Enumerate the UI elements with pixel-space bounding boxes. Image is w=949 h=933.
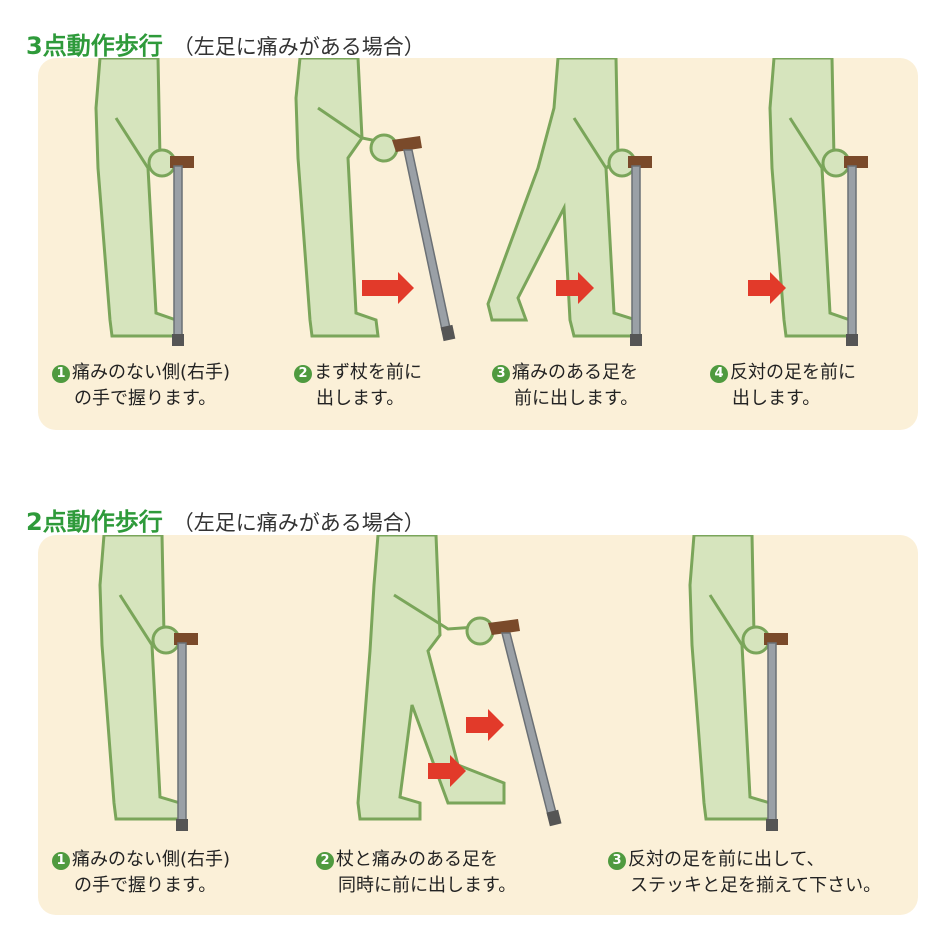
caption-line-2: 出します。 [732, 388, 821, 409]
arrow-right-icon [428, 755, 466, 787]
caption-line-1: 反対の足を前に出して、 [628, 849, 825, 870]
step-number-badge: 3 [608, 852, 626, 870]
figure-standing-with-cane [94, 58, 194, 346]
step-number-badge: 4 [710, 365, 728, 383]
caption-line-1: 反対の足を前に [730, 362, 856, 383]
arrow-right-icon [362, 272, 414, 304]
section-title-2point: 2点動作歩行 （左足に痛みがある場合） [26, 502, 425, 537]
caption-line-1: 杖と痛みのある足を [336, 849, 498, 870]
figure-painful-leg-forward [486, 58, 652, 346]
section-subtitle: （左足に痛みがある場合） [172, 511, 425, 535]
step-number-badge: 2 [294, 365, 312, 383]
caption-line-1: まず杖を前に [314, 362, 422, 383]
arrow-right-icon [748, 272, 786, 304]
caption-line-1: 痛みのない側(右手) [72, 362, 231, 383]
figure-feet-together [748, 58, 868, 346]
section-subtitle: （左足に痛みがある場合） [172, 35, 425, 59]
step-number-badge: 1 [52, 852, 70, 870]
figure-standing-with-cane [98, 535, 198, 831]
caption-line-2: 出します。 [316, 388, 405, 409]
section-title-text: 2点動作歩行 [26, 508, 163, 536]
step-number-badge: 2 [316, 852, 334, 870]
caption-line-2: ステッキと足を揃えて下さい。 [630, 875, 882, 896]
arrow-right-icon [466, 709, 504, 741]
caption-line-2: の手で握ります。 [74, 875, 217, 896]
figure-cane-and-leg-forward [356, 535, 562, 827]
figure-feet-together [688, 535, 788, 831]
caption-line-2: の手で握ります。 [74, 388, 217, 409]
figure-cane-forward [294, 58, 456, 342]
section-title-3point: 3点動作歩行 （左足に痛みがある場合） [26, 26, 425, 61]
caption-line-1: 痛みのない側(右手) [72, 849, 231, 870]
step-number-badge: 3 [492, 365, 510, 383]
caption-line-2: 同時に前に出します。 [338, 875, 517, 896]
caption-line-1: 痛みのある足を [512, 362, 638, 383]
arrow-right-icon [556, 272, 594, 304]
caption-line-2: 前に出します。 [514, 388, 639, 409]
step-number-badge: 1 [52, 365, 70, 383]
section-title-text: 3点動作歩行 [26, 32, 163, 60]
